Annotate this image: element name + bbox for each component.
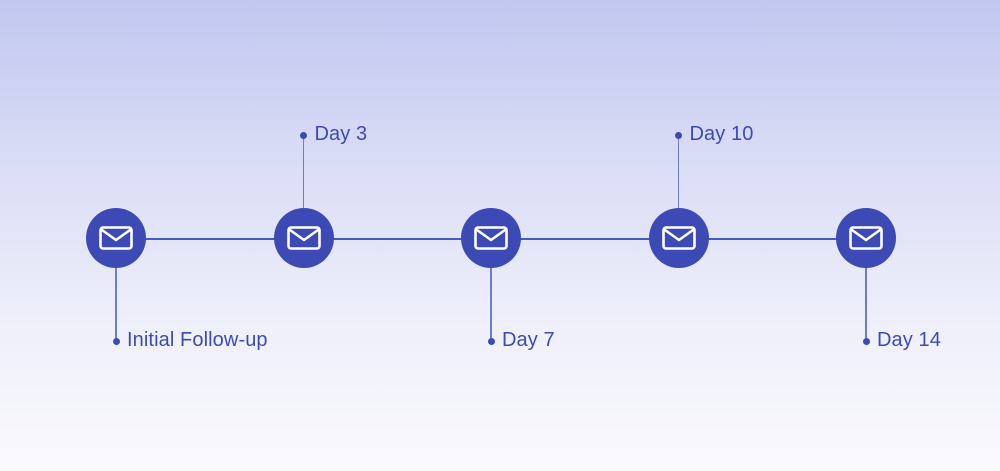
envelope-icon bbox=[849, 226, 883, 250]
milestone-label: Day 14 bbox=[877, 329, 941, 351]
milestone-dot bbox=[300, 131, 307, 139]
milestone-connector bbox=[302, 135, 305, 208]
milestone-node bbox=[836, 208, 896, 268]
milestone-node bbox=[648, 208, 709, 268]
milestone-connector bbox=[490, 268, 492, 342]
milestone-label: Initial Follow-up bbox=[127, 329, 268, 351]
envelope-icon bbox=[286, 226, 321, 250]
milestone-dot bbox=[675, 131, 682, 139]
envelope-icon bbox=[661, 226, 696, 250]
milestone-node bbox=[86, 208, 146, 268]
milestone-connector bbox=[865, 268, 867, 342]
milestone-connector bbox=[677, 135, 680, 208]
envelope-icon bbox=[474, 226, 508, 250]
milestone-node bbox=[461, 208, 521, 268]
milestone-label: Day 3 bbox=[314, 123, 368, 145]
milestone-label: Day 10 bbox=[689, 123, 754, 145]
milestone-label: Day 7 bbox=[502, 329, 555, 351]
milestone-dot bbox=[862, 337, 870, 345]
envelope-icon bbox=[99, 226, 133, 250]
milestone-dot bbox=[487, 337, 495, 345]
milestone-dot bbox=[112, 337, 120, 345]
milestone-node bbox=[273, 208, 334, 268]
milestone-connector bbox=[115, 268, 117, 342]
